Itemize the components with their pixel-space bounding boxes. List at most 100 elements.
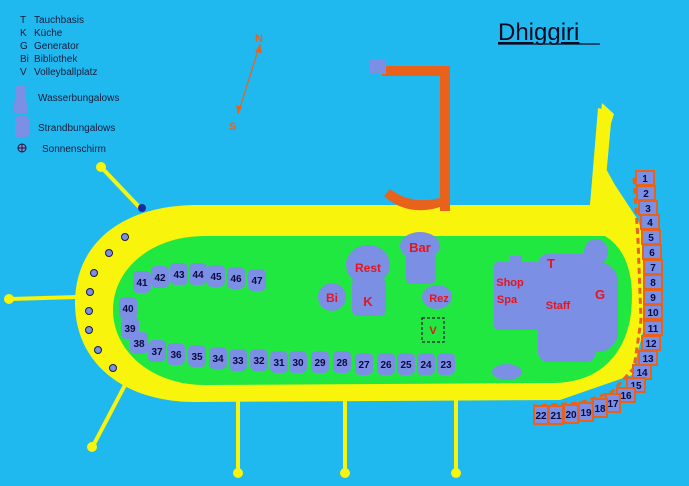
water-bungalow-number: 20 [565, 410, 577, 421]
beach-bungalow [397, 353, 415, 375]
label-volleyball: V [429, 325, 437, 337]
water-bungalow [533, 405, 549, 425]
legend-text-2: Generator [34, 41, 80, 52]
legend-symbol-text-0: Wasserbungalows [38, 93, 119, 104]
beach-bungalow-number: 31 [273, 358, 285, 369]
beach-bungalow [188, 345, 206, 367]
compass: N S [229, 33, 263, 133]
beach-bungalow-number: 39 [124, 324, 136, 335]
water-bungalow-number: 17 [607, 399, 619, 410]
beach-bungalow-number: 35 [191, 352, 203, 363]
water-bungalow-number: 16 [620, 391, 632, 402]
legend-text-3: Bibliothek [34, 54, 78, 65]
water-bungalow-number: 18 [594, 404, 606, 415]
beach-bungalow [148, 340, 166, 362]
beach-bungalow-number: 41 [136, 278, 148, 289]
beach-bungalow-number: 47 [251, 276, 263, 287]
buildings [318, 232, 618, 380]
legend-text-4: Volleyballplatz [34, 67, 97, 78]
beach-bungalow-number: 34 [212, 354, 224, 365]
beach-bungalow [248, 269, 266, 291]
beach-bungalow-number: 29 [314, 358, 326, 369]
parasols [85, 233, 129, 372]
beach-bungalow-icon [15, 116, 29, 138]
water-bungalow-number: 6 [649, 248, 655, 259]
beach-bungalow-number: 23 [440, 360, 452, 371]
volleyball-court [421, 317, 445, 343]
main-jetty [370, 60, 450, 211]
beach-bungalow-number: 32 [253, 356, 265, 367]
water-bungalow-number: 22 [535, 411, 547, 422]
legend-code-2: G [20, 41, 28, 52]
water-bungalow-number: 13 [642, 354, 654, 365]
beach-bungalow-number: 26 [380, 360, 392, 371]
label-dive-base: T [547, 256, 555, 271]
beach-bungalow [437, 353, 455, 375]
compass-south: S [229, 121, 236, 133]
water-bungalow-number: 2 [643, 189, 649, 200]
label-generator: G [595, 287, 605, 302]
label-spa: Spa [497, 294, 518, 306]
label-library: Bi [326, 291, 338, 305]
label-restaurant: Rest [355, 261, 381, 275]
water-bungalow [643, 304, 663, 320]
beach-bungalow [170, 263, 188, 285]
beach-bungalow [121, 317, 139, 339]
beach-bungalow-number: 40 [122, 304, 134, 315]
beach-pier-spit [590, 108, 612, 205]
label-staff: Staff [546, 300, 571, 312]
legend-code-3: Bi [20, 54, 29, 65]
water-bungalow-number: 5 [648, 233, 654, 244]
beach-bungalow [209, 347, 227, 369]
beach-bungalow-number: 27 [358, 360, 370, 371]
beach-bungalow [207, 265, 225, 287]
beach-bungalow [133, 271, 151, 293]
water-bungalow-number: 10 [647, 308, 659, 319]
beach-bungalow-number: 38 [133, 339, 145, 350]
beach-bungalow [167, 343, 185, 365]
legend-code-1: K [20, 28, 27, 39]
jetties [8, 166, 458, 474]
water-bungalow-number: 15 [630, 381, 642, 392]
jetty-ends [4, 162, 461, 478]
water-bungalow-number: 21 [550, 411, 562, 422]
beach-bungalow [250, 349, 268, 371]
map-title: Dhiggiri [498, 19, 579, 46]
beach-bungalow [417, 353, 435, 375]
beach-bungalow-number: 37 [151, 347, 163, 358]
legend: T Tauchbasis K Küche G Generator Bi Bibl… [14, 15, 119, 155]
legend-text-0: Tauchbasis [34, 15, 84, 26]
legend-symbol-text-1: Strandbungalows [38, 123, 115, 134]
water-bungalow-number: 7 [650, 263, 656, 274]
label-shop: Shop [496, 277, 524, 289]
beach-bungalow-number: 24 [420, 360, 432, 371]
legend-code-0: T [20, 15, 26, 26]
beach-bungalow-number: 46 [230, 274, 242, 285]
beach-bungalow [355, 353, 373, 375]
beach-bungalow-number: 42 [154, 273, 166, 284]
beach-bungalow-number: 33 [232, 356, 244, 367]
water-bungalow-icon [14, 85, 28, 113]
label-bar: Bar [409, 240, 431, 255]
beach-bungalow-number: 36 [170, 350, 182, 361]
label-kitchen: K [363, 294, 373, 309]
beach-bungalow [227, 267, 245, 289]
water-bungalow-number: 1 [642, 174, 648, 185]
water-bungalow-number: 19 [580, 408, 592, 419]
water-bungalow-number: 3 [645, 204, 651, 215]
marker-dot [138, 204, 146, 212]
beach-bungalow [377, 353, 395, 375]
beach-bungalow [119, 297, 137, 319]
water-bungalow-number: 8 [650, 278, 656, 289]
beach-bungalow-number: 45 [210, 272, 222, 283]
water-bungalow-number: 4 [647, 218, 653, 229]
beach-bungalow [333, 351, 351, 373]
label-reception: Rez [429, 293, 449, 305]
beach-bungalow-number: 28 [336, 358, 348, 369]
parasol-icon [17, 143, 27, 153]
water-bungalow-number: 9 [650, 293, 656, 304]
beach-bungalow-number: 43 [173, 270, 185, 281]
